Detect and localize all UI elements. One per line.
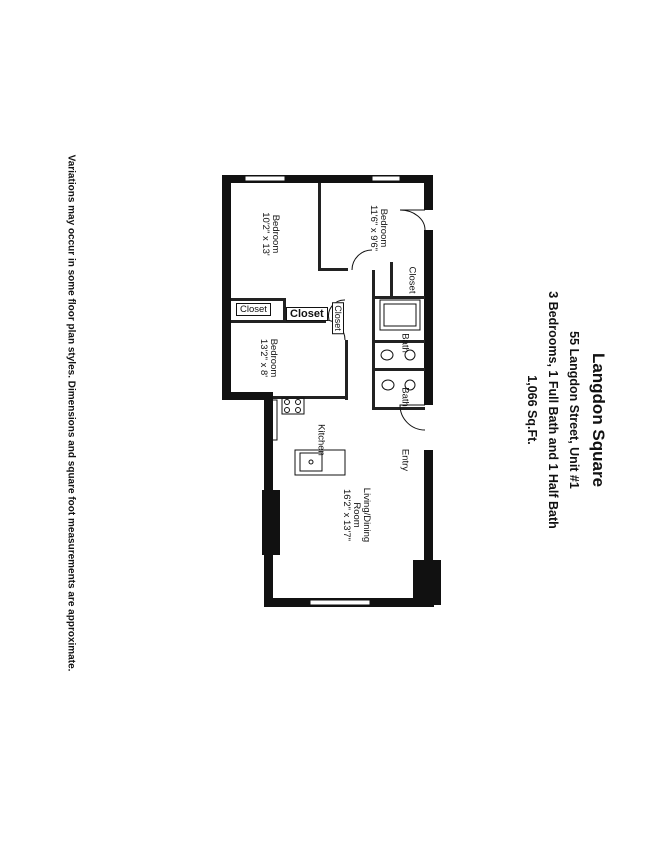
room-dims: 11'6" x 9'6" xyxy=(368,204,379,252)
room-dims: 16'2" x 13'7" xyxy=(341,488,352,542)
room-name: Bedroom xyxy=(378,208,389,248)
room-name-2: Room xyxy=(351,502,362,528)
disclaimer-note: Variations may occur in some floor plan … xyxy=(65,154,77,672)
windows xyxy=(244,175,401,606)
unit-area: 1,066 Sq.Ft. xyxy=(525,375,539,445)
room-label-bedroom-small: Bedroom 13'2" x 8' xyxy=(258,338,279,378)
room-name: Bedroom xyxy=(270,214,281,254)
fixtures xyxy=(268,299,421,476)
room-label-entry: Entry xyxy=(399,448,411,472)
room-label-living: Living/Dining Room 16'2" x 13'7" xyxy=(341,487,372,543)
room-label-bath-full: Bath xyxy=(399,333,411,353)
room-name: Living/Dining xyxy=(361,487,372,543)
room-label-closet-right: Closet xyxy=(406,266,418,294)
building-title: Langdon Square xyxy=(589,352,608,488)
room-label-bedroom-top: Bedroom 11'6" x 9'6" xyxy=(368,204,389,252)
room-label-bath-half: Bath xyxy=(399,387,411,407)
room-dims: 10'2" x 13' xyxy=(260,212,271,256)
room-label-bedroom-left: Bedroom 10'2" x 13' xyxy=(260,212,281,256)
unit-summary: 3 Bedrooms, 1 Full Bath and 1 Half Bath xyxy=(546,291,560,529)
exterior-walls xyxy=(222,175,441,607)
room-label-closet-center: Closet xyxy=(286,307,328,321)
unit-address: 55 Langdon Street, Unit #1 xyxy=(567,331,581,489)
room-dims: 13'2" x 8' xyxy=(258,338,269,378)
room-label-closet-left: Closet xyxy=(236,303,271,316)
room-label-closet-small: Closet xyxy=(332,302,344,334)
room-name: Bedroom xyxy=(268,338,279,378)
room-label-kitchen: Kitchen xyxy=(315,424,327,456)
